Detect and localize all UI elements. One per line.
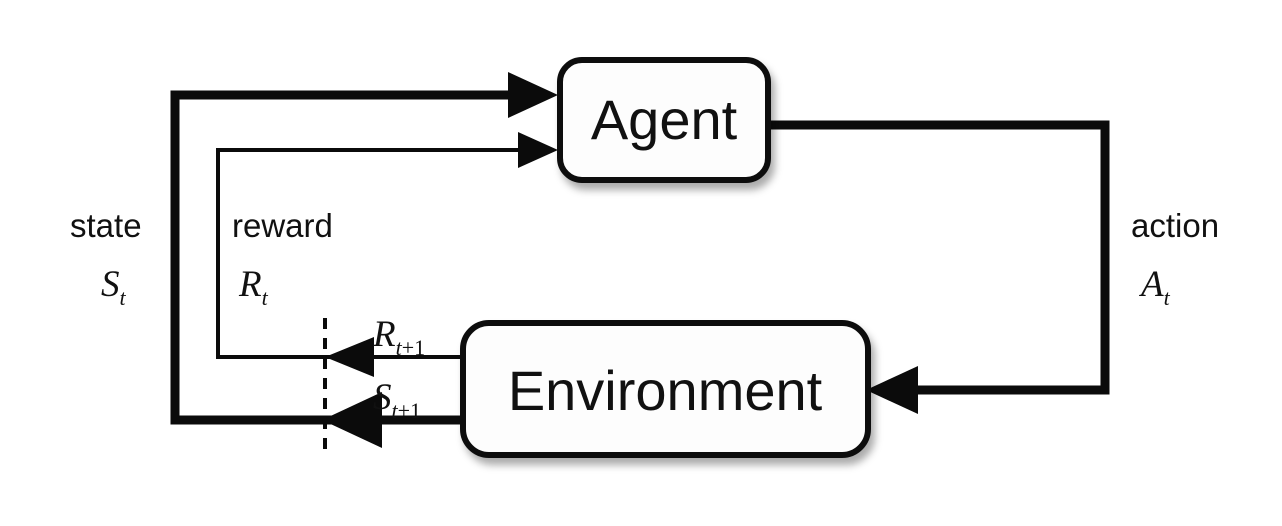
state-next-label-letter: S [373,377,392,418]
reward-next-label-subscript-rest: +1 [402,335,425,360]
reward-edge [216,132,558,377]
state-next-label-subscript-rest: +1 [398,398,421,423]
agent-node[interactable]: Agent [557,57,771,183]
reward-edge-arrowhead [518,132,558,168]
reward-next-label-letter: R [372,314,396,355]
action-label-var: At [1138,264,1171,310]
reward-label-var-letter: R [238,264,262,305]
state-next-label-subscript-var: t [392,398,399,423]
reward-label-var: Rt [238,264,269,310]
action-label-group: action At [1131,207,1219,310]
state-edge-arrowhead [508,72,558,118]
reward-label-var-subscript: t [262,285,269,310]
reward-next-label-subscript-var: t [396,335,403,360]
state-label-var: St [101,264,127,310]
action-edge-line [768,120,1110,395]
state-label-var-subscript: t [120,285,127,310]
reward-next-arrowhead [325,337,374,377]
reward-label-word: reward [232,207,333,244]
action-label-var-subscript: t [1164,285,1171,310]
environment-label: Environment [508,359,823,422]
agent-label: Agent [591,88,738,151]
state-edge [170,72,558,448]
agent-box[interactable] [557,57,771,183]
state-next-arrowhead [322,392,382,448]
state-label-var-letter: S [101,264,120,305]
action-edge [768,120,1110,414]
state-label-word: state [70,207,142,244]
action-label-word: action [1131,207,1219,244]
environment-box[interactable] [460,320,871,458]
state-edge-line [170,90,515,425]
state-label-group: state St [70,207,142,310]
state-next-label: St+1 [373,377,421,423]
reward-label-group: reward Rt [232,207,333,310]
environment-node[interactable]: Environment [460,320,871,458]
action-edge-arrowhead [866,366,918,414]
reward-next-label: Rt+1 [372,314,425,360]
action-label-var-letter: A [1138,264,1164,305]
